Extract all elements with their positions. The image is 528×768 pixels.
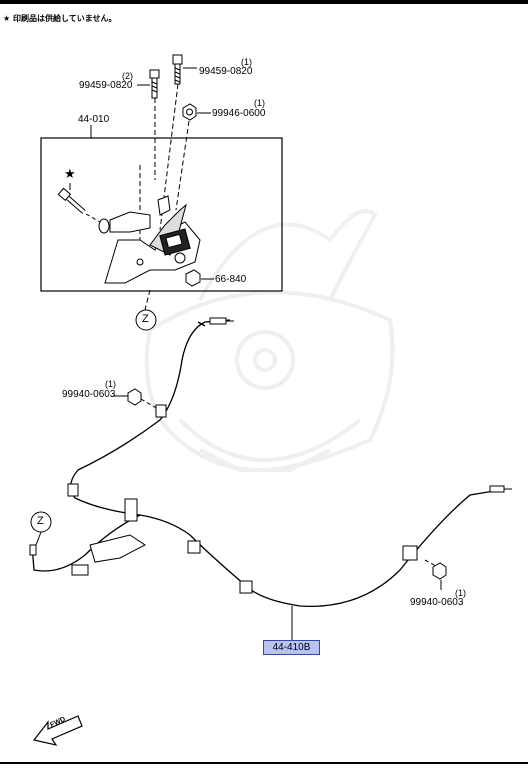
- nut-left-icon: [127, 388, 142, 406]
- label-bushing: 66-840: [215, 274, 247, 285]
- qty-nut-right: (1): [455, 588, 466, 598]
- label-nut-top: 99946-0600: [212, 108, 266, 119]
- qty-bolt-left: (2): [122, 71, 133, 81]
- nut-right-icon: [432, 562, 447, 580]
- star-mark: ★: [64, 166, 76, 181]
- fwd-arrow-icon: [32, 715, 83, 746]
- cable-clips: [67, 404, 418, 594]
- callout-z-top-label: Z: [142, 313, 149, 325]
- nut-top-icon: [182, 103, 197, 121]
- bushing-icon: [185, 269, 201, 287]
- label-bolt-left: 99459-0820: [79, 80, 133, 91]
- qty-nut-top: (1): [254, 98, 265, 108]
- label-nut-left: 99940-0603: [62, 389, 116, 400]
- cable-end-left: [29, 544, 37, 556]
- callout-z-top: [135, 309, 157, 331]
- note-not-supplied: ★ 印刷品は供給していません。: [3, 14, 117, 23]
- lever-assembly-box: [40, 137, 283, 292]
- callout-z-left-label: Z: [37, 515, 44, 527]
- top-rule: [0, 0, 528, 4]
- qty-nut-left: (1): [105, 379, 116, 389]
- lever-body: [98, 195, 201, 284]
- label-lever-assembly: 44-010: [78, 114, 110, 125]
- bolt-left-icon: [149, 69, 160, 99]
- label-bolt-right: 99459-0820: [199, 66, 253, 77]
- star-bolt-icon: [57, 187, 86, 214]
- qty-bolt-right: (1): [241, 57, 252, 67]
- cable-end-top: [209, 317, 227, 325]
- cable-end-right: [489, 485, 505, 493]
- bottom-rule: [0, 762, 528, 764]
- bolt-right-icon: [172, 54, 183, 85]
- label-nut-right: 99940-0603: [410, 597, 464, 608]
- brake-cable: [31, 319, 501, 608]
- label-cable-highlight[interactable]: 44-410B: [263, 640, 320, 655]
